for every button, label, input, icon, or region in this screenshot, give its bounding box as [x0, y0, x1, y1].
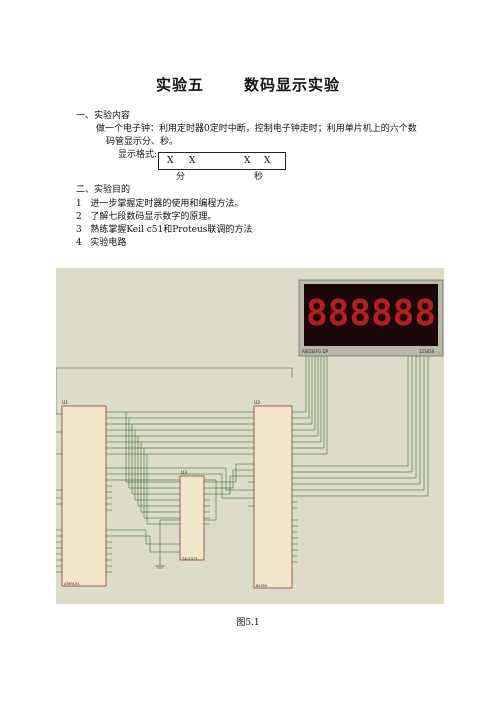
u1-name: U1	[62, 400, 68, 406]
page-title: 实验五 数码显示实验	[0, 74, 496, 95]
list-item: 1 进一步掌握定时器的使用和编程方法。	[76, 198, 243, 210]
format-min-digit1: X	[167, 156, 174, 166]
u2-chip	[253, 405, 293, 589]
list-item-text: 熟练掌握Keil c51和Proteus联调的方法	[90, 225, 253, 235]
u3-name: U3	[181, 470, 187, 476]
title-left: 实验五	[155, 76, 204, 94]
list-item: 2 了解七段数码显示数字的原理。	[76, 211, 216, 223]
list-item-num: 4	[76, 238, 82, 248]
title-right: 数码显示实验	[244, 76, 341, 94]
display-panel	[304, 284, 438, 346]
list-item-text: 了解七段数码显示数字的原理。	[90, 212, 217, 222]
format-sec-label: 秒	[254, 172, 264, 182]
list-item: 3 熟练掌握Keil c51和Proteus联调的方法	[76, 224, 252, 236]
ground-symbol	[155, 558, 165, 569]
u1-chip	[61, 405, 107, 587]
display-label-left: ABCDEFG DP	[302, 349, 329, 354]
display-digits: 888888	[306, 293, 436, 334]
figure-caption: 图5.1	[236, 618, 260, 628]
list-item-num: 1	[76, 199, 82, 209]
content-line1: 做一个电子钟：利用定时器0定时中断，控制电子钟走时；利用单片机上的六个数	[96, 124, 417, 134]
format-box: X X X X	[158, 152, 286, 170]
u3-part: 74LS373	[182, 557, 197, 561]
circuit-diagram: 888888 ABCDEFG DP 123456 U1 AT89C51 U3 7…	[56, 268, 444, 604]
format-sec-digit1: X	[244, 156, 251, 166]
list-item-num: 2	[76, 212, 82, 222]
format-sec-digit2: X	[264, 156, 271, 166]
format-label: 显示格式:	[118, 150, 158, 160]
wires	[56, 356, 429, 573]
list-item-text: 实验电路	[90, 238, 127, 248]
format-min-digit2: X	[189, 156, 196, 166]
u3-chip	[179, 475, 205, 561]
section2-heading: 二、实验目的	[76, 185, 131, 195]
u1-part: AT89C51	[64, 582, 80, 586]
u2-name: U2	[254, 400, 260, 406]
list-item: 4 实验电路	[76, 237, 126, 249]
section1-heading: 一、实验内容	[76, 111, 131, 121]
display-label-right: 123456	[419, 349, 435, 354]
u2-part: 8255A	[256, 584, 268, 588]
format-min-label: 分	[176, 172, 186, 182]
content-line2: 码管显示分、秒。	[106, 137, 179, 147]
list-item-num: 3	[76, 225, 82, 235]
list-item-text: 进一步掌握定时器的使用和编程方法。	[90, 199, 244, 209]
